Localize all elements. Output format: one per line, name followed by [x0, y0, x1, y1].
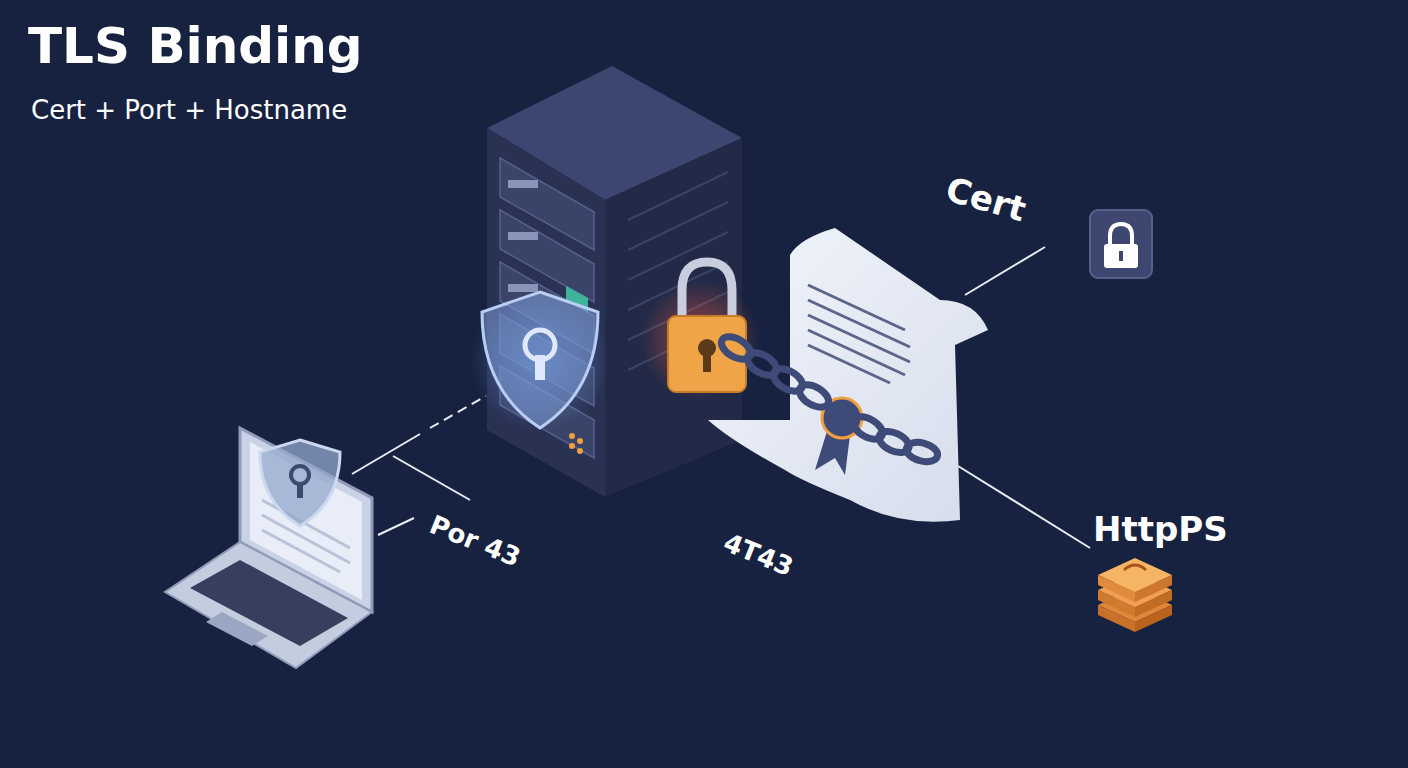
lock-icon-part — [1104, 244, 1138, 268]
server-rack-part-part — [628, 172, 728, 220]
shield-icon-part — [535, 355, 545, 380]
server-rack-part-part — [508, 180, 538, 188]
server-rack-part — [508, 180, 538, 292]
laptop-part — [190, 560, 348, 646]
shield-icon — [470, 290, 610, 430]
laptop-part — [206, 612, 268, 646]
leader-lines-part — [378, 518, 414, 535]
protocol-label: HttpPS — [1090, 510, 1231, 549]
stack-icon-part — [1098, 575, 1135, 602]
shield-icon-part — [482, 292, 598, 428]
laptop — [165, 428, 372, 668]
lock-icon-part — [1090, 210, 1152, 278]
leader-lines-part — [965, 247, 1045, 295]
server-rack-part-part — [628, 232, 728, 280]
stack-icon — [1098, 558, 1172, 632]
server-rack-part-part — [569, 433, 575, 439]
server-rack-part-part — [577, 438, 583, 444]
certificate-scroll — [708, 228, 988, 522]
laptop-part — [297, 482, 303, 498]
padlock-chain-part-part — [796, 380, 833, 412]
laptop-part — [260, 440, 340, 526]
lock-icon-part — [1110, 224, 1132, 246]
server-rack-part-part — [577, 448, 583, 454]
padlock-chain-part-part — [904, 439, 940, 465]
lock-icon-part — [1119, 251, 1123, 261]
certificate-scroll-part — [808, 285, 910, 383]
certificate-scroll-part — [708, 228, 988, 522]
leader-lines-part — [430, 396, 486, 428]
padlock-chain — [640, 262, 940, 465]
leader-lines-part — [352, 434, 420, 474]
title: TLS Binding — [28, 18, 363, 76]
lock-icon — [1090, 210, 1152, 278]
leader-lines-part — [958, 466, 1090, 548]
subtitle: Cert + Port + Hostname — [28, 96, 350, 126]
server-rack-part-part — [508, 232, 538, 240]
padlock-chain-part — [640, 280, 760, 400]
stack-icon-part — [1135, 575, 1172, 602]
laptop-part — [291, 466, 309, 484]
server-rack-part-part — [628, 202, 728, 250]
server-rack-part-part — [569, 443, 575, 449]
padlock-chain-part — [682, 262, 732, 320]
shield-icon-part — [470, 290, 610, 430]
stack-icon-part — [1124, 565, 1146, 570]
certificate-scroll-part-part — [808, 345, 890, 383]
leader-lines-part — [393, 456, 470, 500]
padlock-chain-part — [718, 332, 940, 465]
laptop-part — [165, 542, 372, 668]
server-rack-part — [569, 433, 583, 454]
padlock-chain-part — [703, 352, 711, 372]
